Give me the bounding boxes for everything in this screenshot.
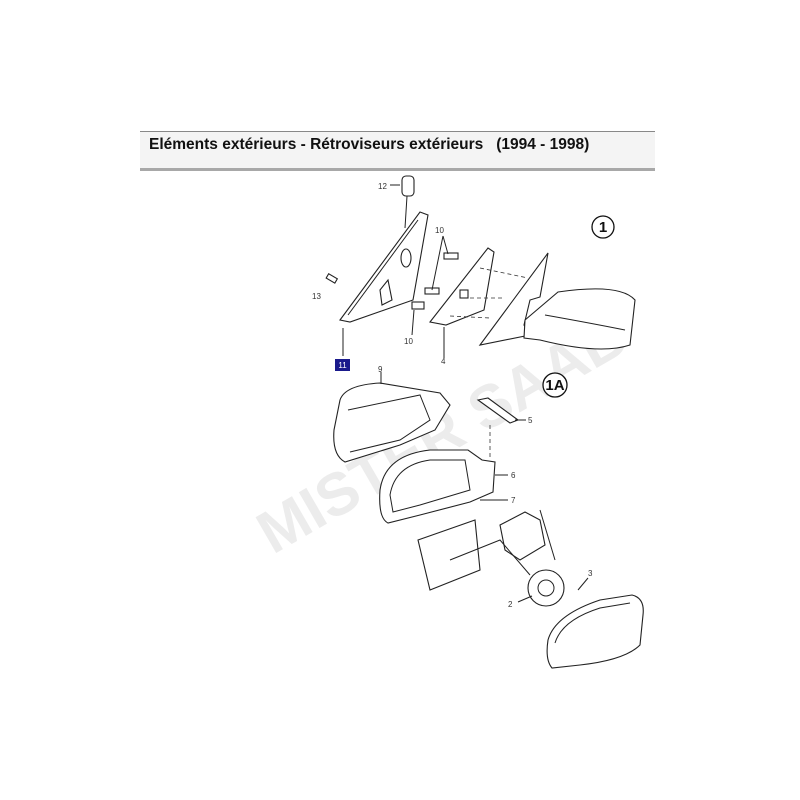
callout-5: 5: [528, 416, 533, 425]
mirror-glass: [546, 594, 644, 669]
part-9-cover: [333, 372, 451, 463]
callout-11-highlighted[interactable]: 11: [335, 359, 350, 371]
callout-2: 2: [508, 600, 513, 609]
part-12-cap: [390, 175, 415, 229]
part-4-bracket: [429, 247, 529, 358]
part-6-frame: [379, 449, 508, 524]
callout-12: 12: [378, 182, 387, 191]
part-11-gasket: [339, 211, 429, 356]
part-1-mirror: [478, 252, 636, 350]
callout-10: 10: [435, 226, 444, 235]
svg-text:1: 1: [599, 219, 607, 236]
group-label-1: 1: [591, 215, 615, 239]
callout-7: 7: [511, 496, 516, 505]
page-title: Eléments extérieurs - Rétroviseurs extér…: [149, 136, 590, 153]
callout-10: 10: [404, 337, 413, 346]
screws: [325, 235, 459, 336]
callout-13: 13: [312, 292, 321, 301]
svg-text:11: 11: [338, 361, 347, 370]
callout-9: 9: [378, 365, 383, 374]
callout-6: 6: [511, 471, 516, 480]
part-5-strip: [476, 397, 526, 460]
callout-3: 3: [588, 569, 593, 578]
group-label-1a: 1A: [542, 372, 568, 398]
part-2-motor: [417, 509, 589, 607]
callout-4: 4: [441, 357, 446, 366]
svg-text:1A: 1A: [545, 377, 564, 394]
page-header: Eléments extérieurs - Rétroviseurs extér…: [140, 131, 655, 171]
